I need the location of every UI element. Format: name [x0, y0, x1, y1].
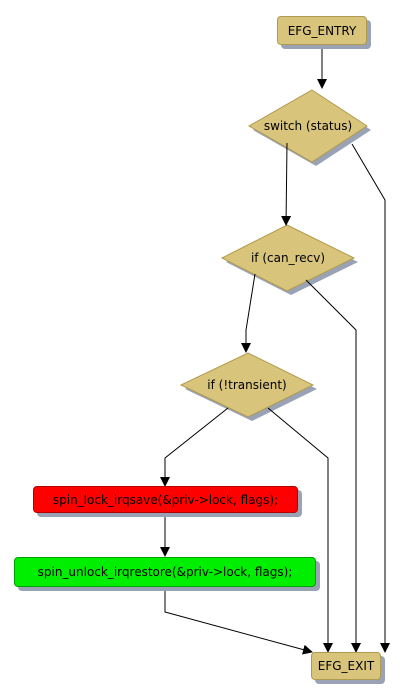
edge-unlock-to-exit — [164, 587, 313, 655]
switch-label: switch (status) — [263, 119, 353, 133]
edge-transient-to-lock — [160, 407, 229, 487]
unlock-call-label: spin_unlock_irqrestore(&priv->lock, flag… — [37, 565, 293, 579]
lock-call-node: spin_lock_irqsave(&priv->lock, flags); — [33, 486, 298, 513]
lock-call-label: spin_lock_irqsave(&priv->lock, flags); — [52, 492, 279, 507]
exit-node: EFG_EXIT — [311, 652, 381, 680]
entry-node: EFG_ENTRY — [277, 16, 367, 45]
can-recv-label: if (can_recv) — [250, 251, 326, 265]
edge-can-recv-to-exit — [305, 279, 361, 653]
transient-diamond — [179, 352, 315, 418]
edge-transient-to-exit — [267, 407, 333, 653]
transient-label: if (!transient) — [207, 378, 287, 392]
switch-diamond — [247, 89, 368, 163]
unlock-call-node: spin_unlock_irqrestore(&priv->lock, flag… — [14, 557, 316, 587]
exit-label: EFG_EXIT — [317, 659, 375, 673]
edge-switch-to-can-recv — [281, 142, 292, 226]
edge-can-recv-to-transient — [241, 273, 256, 353]
entry-label: EFG_ENTRY — [287, 23, 357, 38]
edge-switch-to-exit — [351, 143, 390, 653]
